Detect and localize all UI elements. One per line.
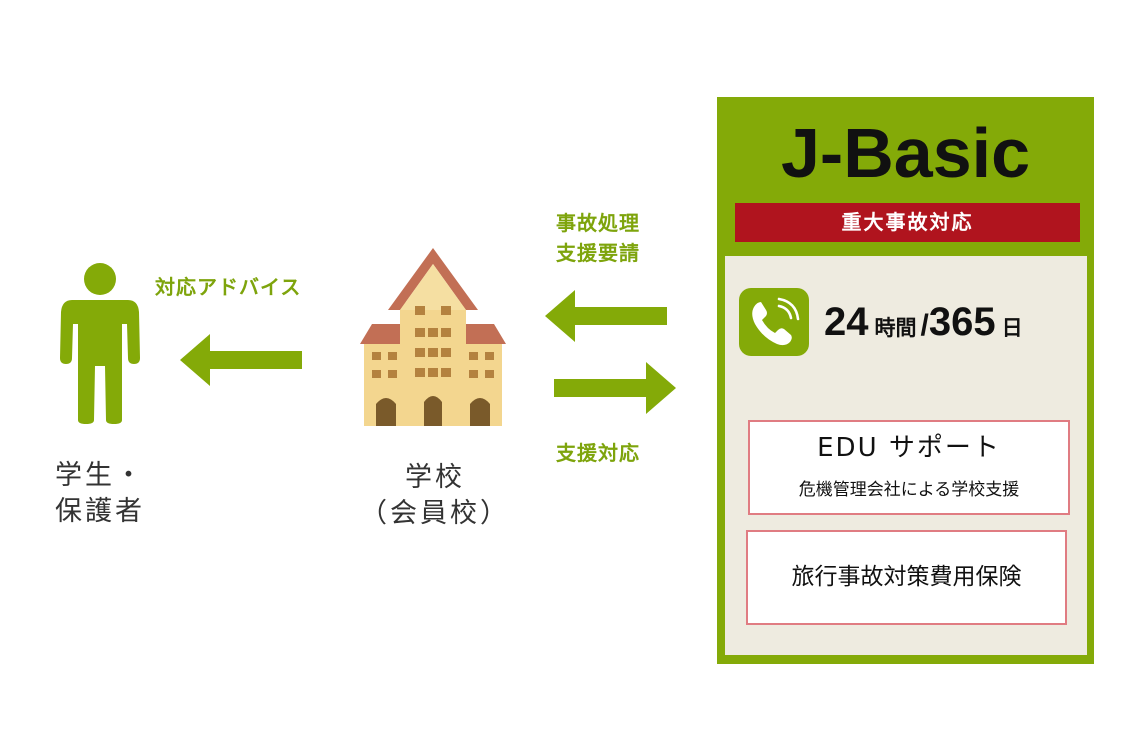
edu-support-title: EDU サポート (817, 433, 1001, 463)
days-number: 365 (928, 300, 996, 344)
hours-unit: 時間 (874, 316, 917, 340)
hours-slash: / (920, 309, 929, 342)
insurance-label: 旅行事故対策費用保険 (791, 564, 1022, 590)
school-line2: （会員校） (360, 498, 510, 529)
phone-badge (739, 288, 809, 356)
edu-support-subtitle: 危機管理会社による学校支援 (798, 480, 1020, 500)
hours-number: 24 (824, 300, 869, 344)
support-arrow (554, 362, 676, 414)
school-building-icon (360, 248, 506, 426)
advice-label: 対応アドバイス (155, 275, 302, 299)
insurance-box: 旅行事故対策費用保険 (746, 530, 1067, 625)
phone-icon (752, 297, 800, 346)
request-label-line2: 支援要請 (556, 241, 640, 265)
student-caption: 学生・ 保護者 (40, 458, 160, 530)
student-line2: 保護者 (55, 496, 145, 527)
support-label: 支援対応 (556, 441, 640, 465)
edu-support-box: EDU サポート 危機管理会社による学校支援 (748, 420, 1070, 515)
request-label-line1: 事故処理 (556, 211, 640, 235)
person-icon (60, 263, 140, 424)
student-line1: 学生・ (55, 460, 145, 491)
advice-arrow (180, 334, 302, 386)
serious-accident-band: 重大事故対応 (735, 203, 1080, 242)
days-unit: 日 (1001, 316, 1023, 340)
school-line1: 学校 (405, 462, 465, 493)
request-arrow (545, 290, 667, 342)
request-label: 事故処理 支援要請 (556, 208, 640, 268)
jbasic-title: J-Basic (780, 114, 1031, 192)
school-caption: 学校 （会員校） (355, 460, 515, 532)
